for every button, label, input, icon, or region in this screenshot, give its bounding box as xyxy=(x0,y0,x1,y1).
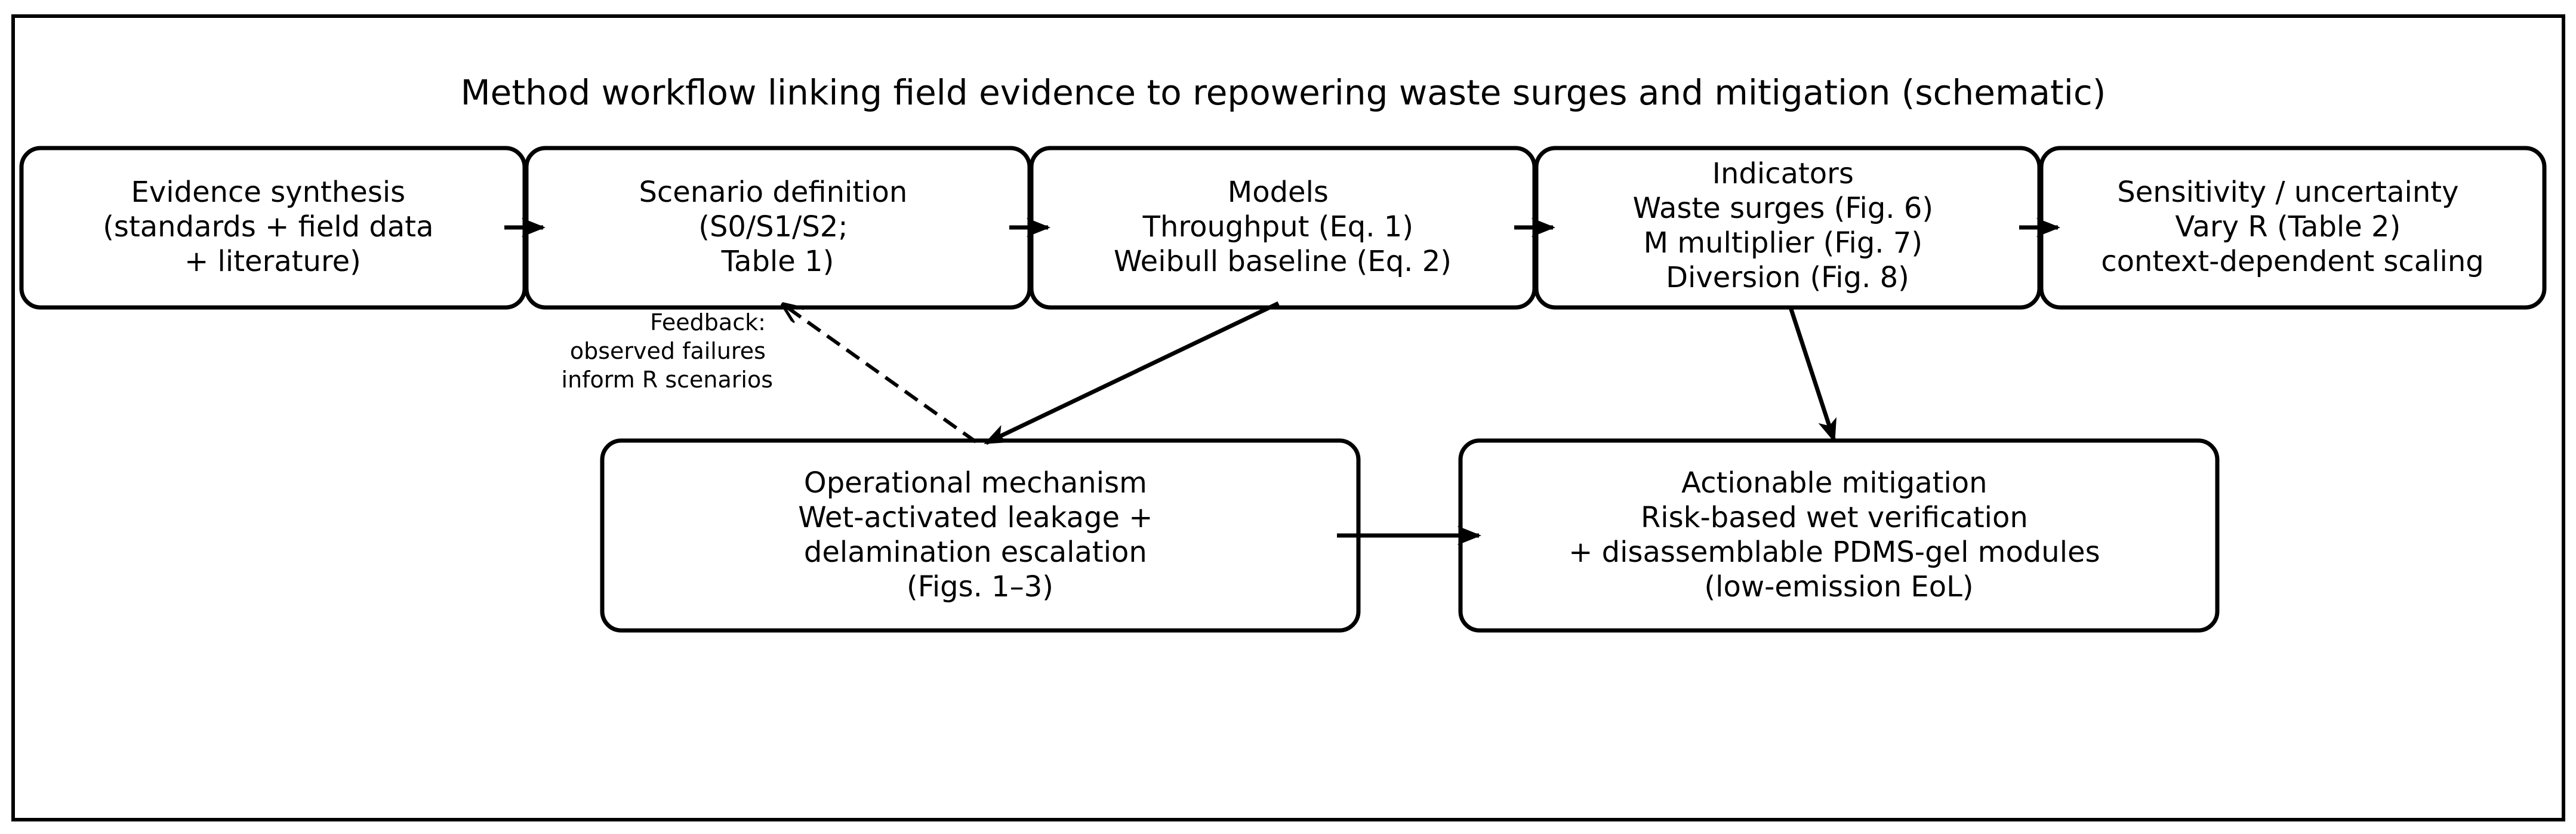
node-scenario-definition: Scenario definition (S0/S1/S2; Table 1) xyxy=(524,146,1032,310)
node-line: delamination escalation xyxy=(804,536,1147,569)
node-line: (S0/S1/S2; xyxy=(698,210,848,244)
node-line: Vary R (Table 2) xyxy=(2175,210,2401,244)
node-line: Wet-activated leakage + xyxy=(798,501,1153,534)
feedback-note: Feedback: observed failures inform R sce… xyxy=(562,309,773,393)
diagram-title: Method workflow linking field evidence t… xyxy=(461,72,2106,113)
node-line: Models xyxy=(1228,176,1329,209)
node-line: Evidence synthesis xyxy=(131,176,406,209)
note-line: Feedback: xyxy=(650,309,766,336)
node-line: Diversion (Fig. 8) xyxy=(1666,261,1909,294)
svg-text:Scenario definition (S0/: Scenario definition (S0/S1/S2; Table 1) xyxy=(639,176,916,278)
node-line: Scenario definition xyxy=(639,176,907,209)
node-line: Actionable mitigation xyxy=(1681,466,1987,500)
node-line: Table 1) xyxy=(721,245,834,278)
arrow-indicators-to-mitigation xyxy=(1788,306,1837,443)
node-line: Indicators xyxy=(1712,157,1854,190)
note-line: inform R scenarios xyxy=(562,367,773,393)
node-line: M multiplier (Fig. 7) xyxy=(1644,226,1922,260)
svg-text:Evidence synthesis (stan: Evidence synthesis (standards + field da… xyxy=(103,176,443,278)
note-line: observed failures xyxy=(570,338,766,364)
svg-text:Operational mechanism We: Operational mechanism Wet-activated leak… xyxy=(798,466,1162,604)
node-operational-mechanism: Operational mechanism Wet-activated leak… xyxy=(600,438,1361,633)
node-line: (low-emission EoL) xyxy=(1704,570,1973,604)
node-sensitivity-uncertainty: Sensitivity / uncertainty Vary R (Table … xyxy=(2039,146,2547,310)
node-evidence-synthesis: Evidence synthesis (standards + field da… xyxy=(19,146,527,310)
node-models: Models Throughput (Eq. 1) Weibull baseli… xyxy=(1029,146,1537,310)
node-line: Weibull baseline (Eq. 2) xyxy=(1114,245,1452,278)
node-actionable-mitigation: Actionable mitigation Risk-based wet ver… xyxy=(1458,438,2220,633)
outer-frame xyxy=(11,14,2565,821)
arrow-feedback-mechanism-to-scenario xyxy=(783,304,977,444)
arrow-models-to-mechanism xyxy=(984,301,1280,445)
node-line: Sensitivity / uncertainty xyxy=(2117,176,2458,209)
node-line: + literature) xyxy=(184,245,361,278)
svg-text:Models Throughput (Eq. 1: Models Throughput (Eq. 1) Weibull baseli… xyxy=(1114,176,1452,278)
node-line: Operational mechanism xyxy=(804,466,1147,500)
node-line: + disassemblable PDMS-gel modules xyxy=(1569,536,2100,569)
node-line: Risk-based wet verification xyxy=(1641,501,2028,534)
node-line: Throughput (Eq. 1) xyxy=(1142,210,1413,244)
node-indicators: Indicators Waste surges (Fig. 6) M multi… xyxy=(1534,146,2042,310)
node-line: Waste surges (Fig. 6) xyxy=(1633,192,1933,225)
node-line: (Figs. 1–3) xyxy=(907,570,1053,604)
svg-text:Sensitivity / uncertainty: Sensitivity / uncertainty Vary R (Table … xyxy=(2101,176,2484,278)
svg-text:Indicators Waste surges: Indicators Waste surges (Fig. 6) M multi… xyxy=(1633,157,1943,294)
svg-text:Actionable mitigation Ri: Actionable mitigation Risk-based wet ver… xyxy=(1569,466,2109,604)
node-line: (standards + field data xyxy=(103,210,433,244)
node-line: context-dependent scaling xyxy=(2101,245,2484,278)
